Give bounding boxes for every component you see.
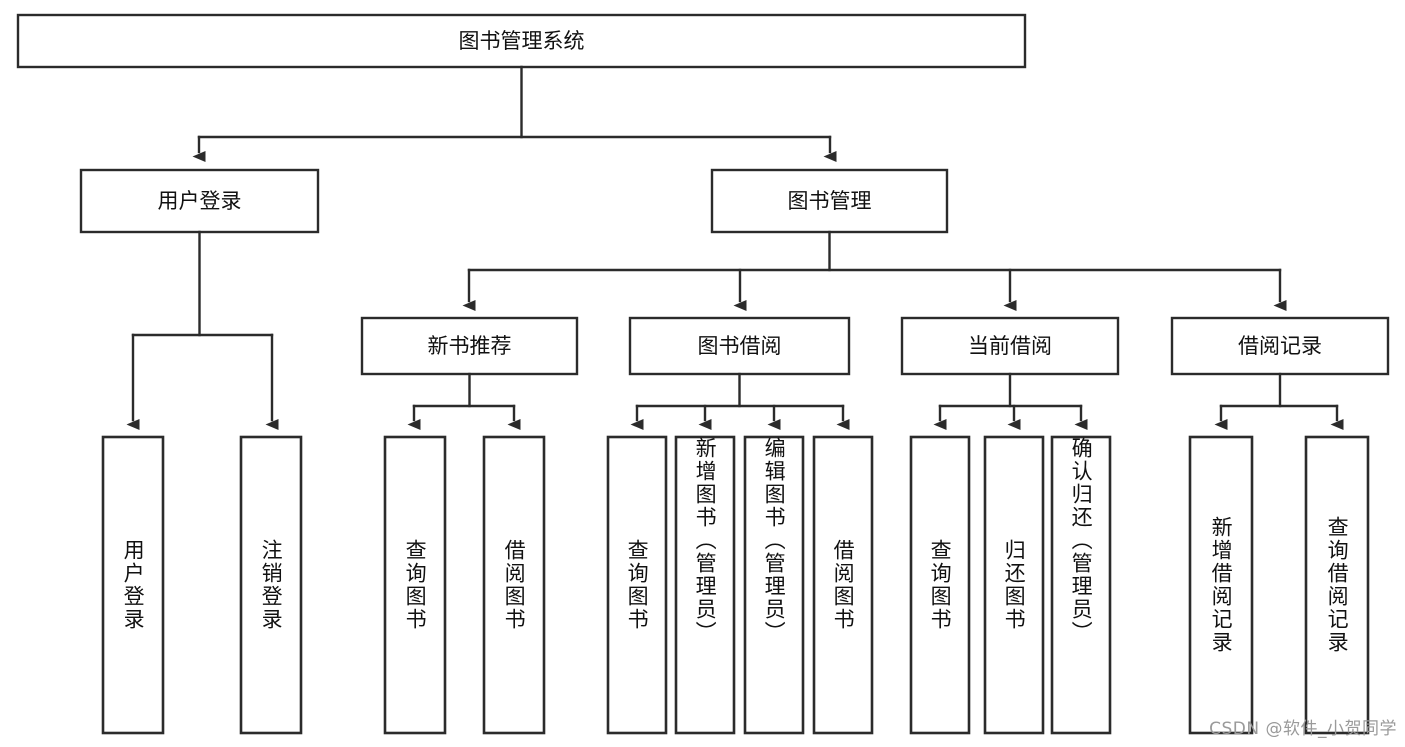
node-new-book-recommend-label: 新书推荐	[428, 334, 512, 358]
connector-current-borrow-to-leaves	[933, 372, 1088, 430]
node-current-borrow-label: 当前借阅	[968, 334, 1052, 358]
node-root-box	[16, 13, 1027, 69]
node-new-book-recommend[interactable]: 新书推荐	[360, 316, 579, 376]
node-new-book-recommend-box	[360, 316, 579, 376]
node-current-borrow-box	[900, 316, 1120, 376]
node-borrow-record[interactable]: 借阅记录	[1170, 316, 1390, 376]
leaf-box-query-book-1[interactable]	[383, 435, 447, 735]
node-user-login-label: 用户登录	[158, 189, 242, 213]
leaf-box-logout[interactable]	[239, 435, 303, 735]
watermark-text: CSDN @软件_小贺同学	[1209, 719, 1397, 739]
node-book-manage[interactable]: 图书管理	[710, 168, 949, 234]
node-book-manage-label: 图书管理	[788, 189, 872, 213]
leaf-box-user-login[interactable]	[101, 435, 165, 735]
node-borrow-record-label: 借阅记录	[1238, 334, 1322, 358]
node-book-borrow-label: 图书借阅	[698, 334, 782, 358]
node-book-borrow[interactable]: 图书借阅	[628, 316, 851, 376]
node-current-borrow[interactable]: 当前借阅	[900, 316, 1120, 376]
node-root-label: 图书管理系统	[459, 29, 585, 53]
leaf-box-add-book-admin[interactable]	[674, 435, 736, 735]
leaf-box-return-book[interactable]	[983, 435, 1045, 735]
leaf-box-edit-book-admin[interactable]	[743, 435, 805, 735]
connector-new-book-recommend-to-leaves	[407, 372, 521, 430]
connector-borrow-record-to-leaves	[1214, 372, 1344, 430]
leaf-box-query-book-3[interactable]	[909, 435, 971, 735]
leaf-box-borrow-book-2[interactable]	[812, 435, 874, 735]
node-user-login-box	[79, 168, 320, 234]
connector-book-manage-to-level3	[462, 230, 1287, 311]
leaf-box-query-book-2[interactable]	[606, 435, 668, 735]
leaf-box-query-borrow-record[interactable]	[1304, 435, 1370, 735]
leaf-box-borrow-book-1[interactable]	[482, 435, 546, 735]
leaf-box-confirm-return-admin[interactable]	[1050, 435, 1112, 735]
leaf-box-add-borrow-record[interactable]	[1188, 435, 1254, 735]
connector-root-to-level2	[192, 65, 837, 162]
node-user-login[interactable]: 用户登录	[79, 168, 320, 234]
connector-book-borrow-to-leaves	[630, 372, 850, 430]
node-root[interactable]: 图书管理系统	[16, 13, 1027, 69]
connector-user-login-to-leaves	[126, 230, 279, 430]
